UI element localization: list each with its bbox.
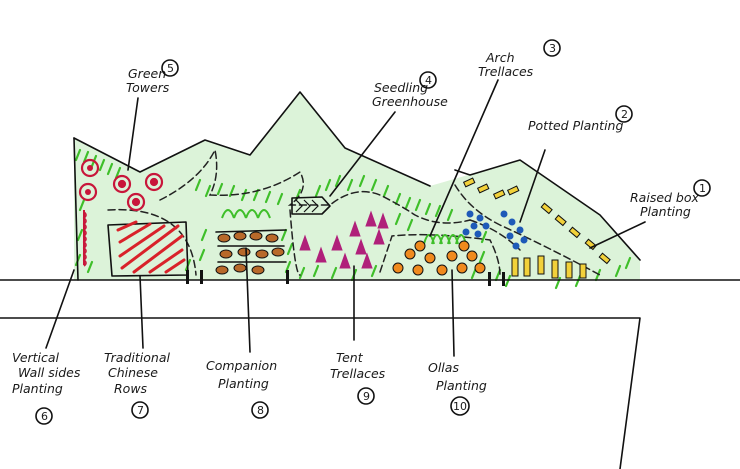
label-raised-box: Raised box Planting 1 <box>630 179 711 219</box>
ollas-planting <box>392 240 486 276</box>
label-ollas: Ollas Planting 10 <box>428 360 487 416</box>
garden-path-right <box>454 184 601 276</box>
svg-text:Tent: Tent <box>336 350 364 365</box>
raised-box-planting <box>462 177 611 279</box>
site-grass-fill <box>74 92 640 280</box>
label-vertical: Vertical Wall sides Planting 6 <box>12 350 81 425</box>
label-green-towers: Green Towers 5 <box>126 59 179 95</box>
garden-site <box>74 92 640 290</box>
svg-text:Green: Green <box>128 66 166 81</box>
svg-text:Greenhouse: Greenhouse <box>372 94 448 109</box>
svg-text:Planting: Planting <box>436 378 487 393</box>
svg-text:Trellaces: Trellaces <box>330 366 386 381</box>
label-companion: Companion Planting 8 <box>206 358 277 419</box>
grass-strokes <box>74 148 632 290</box>
svg-text:Traditional: Traditional <box>104 350 170 365</box>
svg-text:Planting: Planting <box>640 204 691 219</box>
potted-planting <box>462 210 528 250</box>
site-outline <box>73 91 641 261</box>
label-potted: Potted Planting 2 <box>528 105 633 133</box>
site-left-edge <box>73 137 79 281</box>
svg-text:1: 1 <box>699 182 706 195</box>
tent-trellaces <box>299 210 389 269</box>
svg-text:Trellaces: Trellaces <box>478 64 534 79</box>
svg-text:Towers: Towers <box>126 80 170 95</box>
svg-text:Rows: Rows <box>114 381 148 396</box>
svg-text:6: 6 <box>41 410 48 423</box>
svg-text:10: 10 <box>453 400 467 413</box>
svg-text:Arch: Arch <box>485 50 515 65</box>
label-arch: Arch Trellaces 3 <box>478 39 561 79</box>
svg-text:4: 4 <box>425 74 432 87</box>
svg-text:Wall sides: Wall sides <box>18 365 81 380</box>
svg-text:Companion: Companion <box>206 358 277 373</box>
svg-text:Chinese: Chinese <box>108 365 158 380</box>
green-towers <box>112 172 164 212</box>
road-line <box>0 317 641 469</box>
svg-text:7: 7 <box>137 404 144 417</box>
leader-lines <box>45 79 646 357</box>
svg-text:Planting: Planting <box>12 381 63 396</box>
garden-path-lower <box>107 208 521 276</box>
companion-planting-bed <box>215 209 287 275</box>
label-tent: Tent Trellaces 9 <box>330 350 386 405</box>
svg-text:2: 2 <box>621 108 628 121</box>
svg-text:Potted Planting: Potted Planting <box>528 118 623 133</box>
label-seedling: Seedling Greenhouse 4 <box>372 71 448 109</box>
svg-text:5: 5 <box>167 62 174 75</box>
garden-path-upper <box>159 147 471 224</box>
seedling-greenhouse <box>291 196 331 215</box>
svg-text:9: 9 <box>363 390 370 403</box>
svg-text:Seedling: Seedling <box>374 80 428 95</box>
arch-trellaces <box>423 234 467 245</box>
svg-text:3: 3 <box>549 42 556 55</box>
svg-text:8: 8 <box>257 404 264 417</box>
vertical-wall-planting <box>78 158 100 267</box>
svg-text:Ollas: Ollas <box>428 360 459 375</box>
svg-text:Raised box: Raised box <box>630 190 700 205</box>
svg-text:Vertical: Vertical <box>12 350 60 365</box>
label-chinese: Traditional Chinese Rows 7 <box>104 350 170 419</box>
fence-posts <box>186 270 505 286</box>
svg-text:Planting: Planting <box>218 376 269 391</box>
